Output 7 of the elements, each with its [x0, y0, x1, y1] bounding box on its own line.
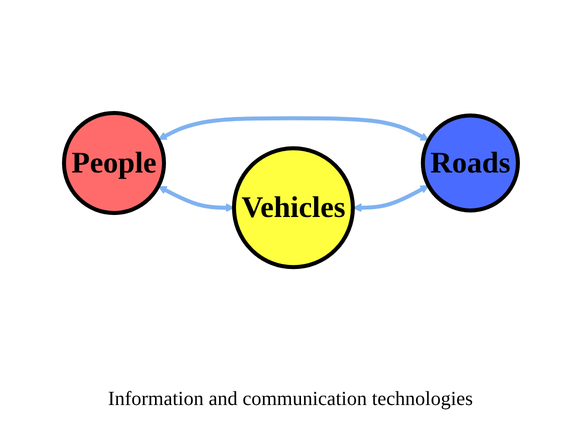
- arrow: [158, 116, 429, 141]
- node-circle: Roads: [420, 113, 520, 212]
- node-circle: People: [62, 110, 166, 215]
- arrow: [158, 186, 234, 212]
- center-label: Information and communication technologies: [108, 388, 473, 411]
- node-circle: Vehicles: [232, 146, 354, 270]
- arrow: [352, 185, 429, 212]
